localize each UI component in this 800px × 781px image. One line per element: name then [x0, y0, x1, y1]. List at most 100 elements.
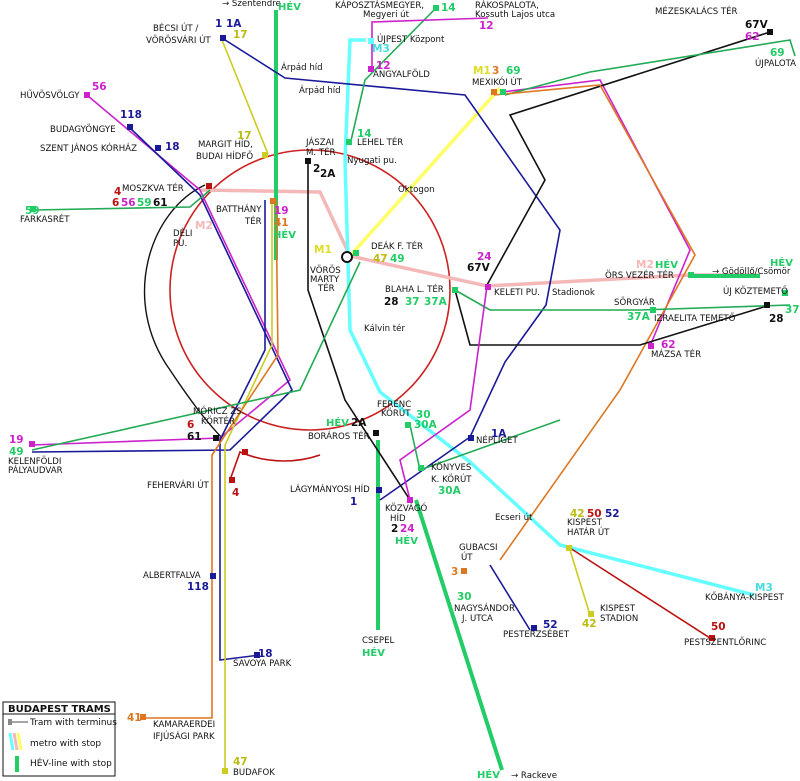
deak-ter-hub-icon	[341, 251, 353, 263]
station-label: KELETI PU.	[494, 288, 540, 298]
route-number: 52	[605, 508, 620, 520]
route-number: 3	[492, 65, 499, 77]
tram-line-4-6	[229, 450, 321, 481]
route-number: 14	[441, 2, 456, 14]
route-number: 3	[451, 566, 458, 578]
tram-line-17	[221, 39, 269, 155]
tram-line-37	[454, 289, 791, 311]
tram-line-42	[569, 549, 591, 616]
route-number: 1	[350, 496, 357, 508]
route-number: 17	[233, 29, 248, 41]
legend-metro: metro with stop	[30, 739, 101, 749]
station-label: FARKASRÉT	[20, 213, 70, 225]
station-label: SAVOYA PARK	[233, 659, 292, 669]
route-number: 67V	[467, 262, 491, 274]
hev-label: HÉV	[477, 768, 500, 781]
station-label: KŐBÁNYA-KISPEST	[705, 591, 785, 603]
route-number: 2A	[320, 168, 336, 180]
route-number: 24	[477, 251, 492, 263]
route-number: 2	[313, 163, 320, 175]
station-label: MOSZKVA TÉR	[122, 182, 184, 194]
tram-line-50	[569, 547, 711, 639]
route-number: 59	[137, 197, 152, 209]
station-label: FERENC	[377, 400, 411, 410]
station-label: PU.	[173, 239, 187, 249]
route-number: 62	[661, 339, 676, 351]
route-number: 6	[187, 419, 194, 431]
legend-title: BUDAPEST TRAMS	[8, 704, 111, 715]
route-number: 6	[112, 197, 119, 209]
station-label: BUDAI HÍDFŐ	[196, 150, 253, 162]
route-number: 1	[215, 18, 222, 30]
station-label: KISPEST	[567, 518, 603, 528]
route-number: 30A	[414, 419, 438, 431]
station-label: SZENT JÁNOS KÓRHÁZ	[40, 142, 137, 154]
metro-m3-line	[343, 38, 755, 597]
station-label: JÁSZAI	[305, 136, 334, 148]
route-number: M2	[636, 259, 654, 271]
station-label: PÁLYAUDVAR	[8, 464, 63, 476]
station-label: Kossuth Lajos utca	[475, 10, 555, 20]
grand-boulevard-circle	[169, 149, 451, 431]
station-label: SÖRGYÁR	[614, 296, 655, 308]
route-number: 12	[376, 60, 391, 72]
route-number: 28	[769, 313, 784, 325]
route-number: M3	[372, 43, 390, 55]
route-number: 37	[405, 296, 420, 308]
route-number: 59	[25, 205, 40, 217]
station-label: → Rackeve	[511, 771, 557, 781]
station-label: Nyugati pu.	[347, 156, 397, 166]
route-number: 42	[582, 618, 597, 630]
route-number: 61	[153, 197, 168, 209]
route-number: 37A	[424, 296, 448, 308]
route-number: 56	[121, 197, 136, 209]
hev-label: HÉV	[655, 258, 678, 271]
tram-line-24	[399, 285, 488, 501]
station-label: STADION	[600, 614, 638, 624]
route-number: 69	[770, 47, 785, 59]
route-number: 19	[274, 205, 289, 217]
station-label: BORÁROS TÉR	[308, 430, 370, 442]
route-number: 52	[543, 619, 558, 631]
station-label: CSEPEL	[362, 636, 394, 646]
station-label: TÉR	[244, 215, 262, 227]
route-number: M2	[195, 220, 213, 232]
route-number: 30A	[438, 485, 462, 497]
station-label: KÖRTÉR	[201, 415, 235, 427]
tram-line-67v	[486, 31, 771, 286]
route-number: M1	[314, 244, 332, 256]
route-number: 118	[120, 109, 142, 121]
hev-label: HÉV	[770, 256, 793, 269]
route-number: 1A	[491, 428, 507, 440]
station-label: DEÁK F. TÉR	[371, 240, 423, 252]
route-number: 61	[187, 431, 202, 443]
hev-rackeve-line	[414, 499, 504, 771]
station-label: LÁGYMÁNYOSI HÍD	[290, 483, 370, 495]
route-number: 4	[232, 487, 239, 499]
station-label: MARGIT HÍD,	[198, 138, 253, 150]
station-label: NÉPLIGET	[476, 434, 518, 446]
station-label: ÚJ KÖZTEMETŐ	[723, 285, 788, 297]
route-number: 24	[400, 523, 415, 535]
station-label: KELENFÖLDI	[8, 456, 61, 467]
route-number: 14	[357, 128, 372, 140]
tram-line-59	[33, 189, 211, 211]
station-label: ÚJPEST Központ	[377, 33, 445, 45]
station-label: ÚT	[461, 551, 473, 563]
metro-m1-line	[348, 86, 502, 258]
legend: BUDAPEST TRAMS Tram with terminus metro …	[2, 701, 117, 777]
station-label: → Gödöllő/Csömör	[712, 267, 791, 277]
station-label: BUDAGYÖNGYE	[50, 124, 116, 135]
station-label: HŰVÖSVÖLGY	[20, 90, 80, 101]
station-label: BATTHÁNY	[216, 203, 262, 215]
hev-label: HÉV	[395, 534, 418, 547]
hev-label: HÉV	[278, 0, 301, 13]
station-label: KÁPOSZTÁSMEGYER,	[335, 0, 424, 11]
station-label: HÍD	[390, 512, 406, 524]
route-number: 1A	[226, 18, 242, 30]
station-label: Stadionok	[552, 288, 595, 298]
station-label: MEXIKÓI ÚT	[472, 76, 523, 88]
station-label: TÉR	[317, 282, 335, 294]
